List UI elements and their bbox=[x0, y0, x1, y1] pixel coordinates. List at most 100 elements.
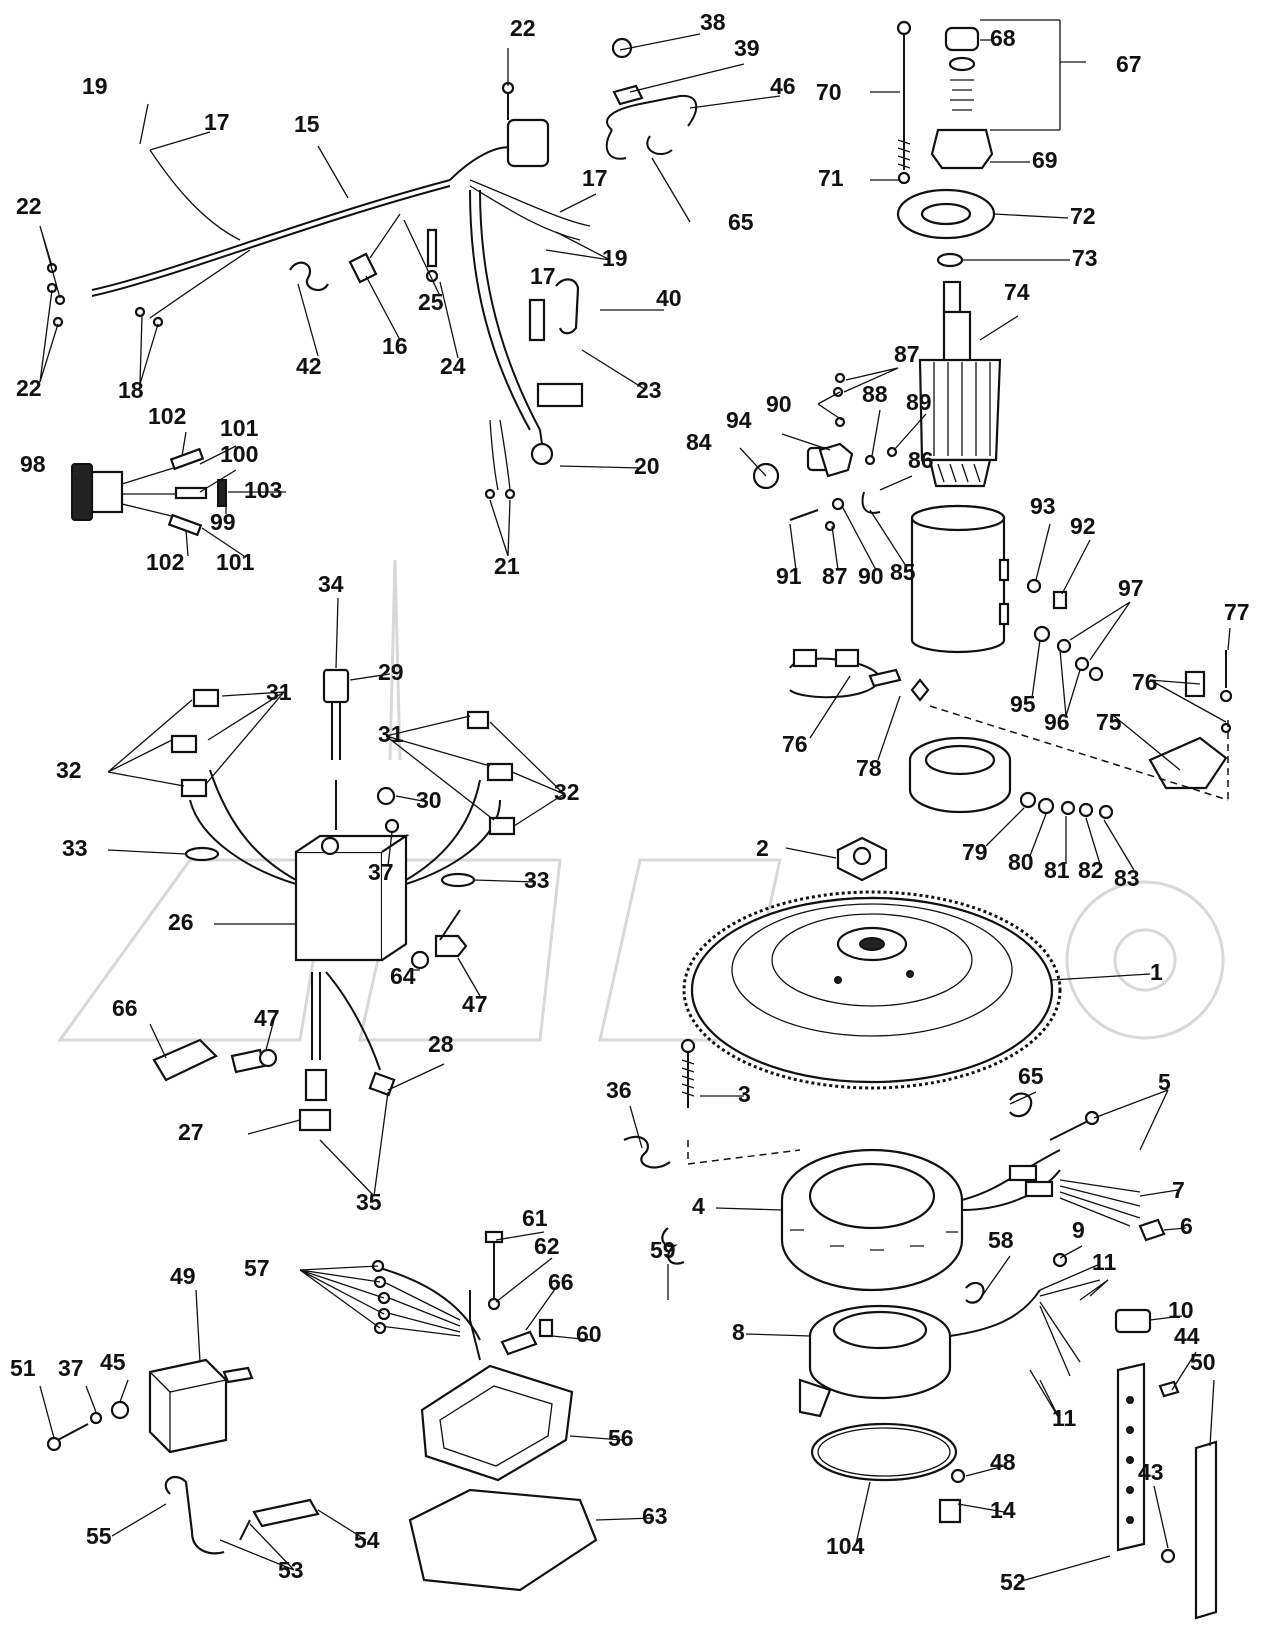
callout-l17c: 17 bbox=[530, 263, 556, 289]
callout-l91: 91 bbox=[776, 563, 802, 589]
callout-l67: 67 bbox=[1116, 51, 1142, 77]
callout-l23: 23 bbox=[636, 377, 662, 403]
callout-l64: 64 bbox=[390, 963, 416, 989]
callout-l14: 14 bbox=[990, 1497, 1016, 1523]
callout-l26: 26 bbox=[168, 909, 194, 935]
power-pack-assembly bbox=[152, 668, 516, 1132]
callout-l44: 44 bbox=[1174, 1323, 1200, 1349]
callout-l29: 29 bbox=[378, 659, 404, 685]
callout-l73: 73 bbox=[1072, 245, 1098, 271]
callout-l58: 58 bbox=[988, 1227, 1014, 1253]
retainer-clips bbox=[605, 37, 698, 160]
callout-l78: 78 bbox=[856, 755, 882, 781]
callout-l79: 79 bbox=[962, 839, 988, 865]
callout-l17b: 17 bbox=[582, 165, 608, 191]
flywheel bbox=[682, 836, 1062, 1090]
callout-l95: 95 bbox=[1010, 691, 1036, 717]
callout-l60: 60 bbox=[576, 1321, 602, 1347]
callout-l54: 54 bbox=[354, 1527, 380, 1553]
callout-l27: 27 bbox=[178, 1119, 204, 1145]
callout-l100: 100 bbox=[220, 441, 258, 467]
callout-l1: 1 bbox=[1150, 959, 1163, 985]
callout-l57: 57 bbox=[244, 1255, 270, 1281]
callout-l17a: 17 bbox=[204, 109, 230, 135]
callout-l89: 89 bbox=[906, 389, 932, 415]
callout-l11b: 11 bbox=[1052, 1405, 1077, 1431]
callout-l22a: 22 bbox=[510, 15, 536, 41]
callout-l33b: 33 bbox=[524, 867, 550, 893]
callout-l30: 30 bbox=[416, 787, 442, 813]
callout-l15: 15 bbox=[294, 111, 320, 137]
callout-l32b: 32 bbox=[554, 779, 580, 805]
callout-l87b: 87 bbox=[822, 563, 848, 589]
callout-l59: 59 bbox=[650, 1237, 676, 1263]
callout-l101a: 101 bbox=[220, 415, 259, 441]
callout-l37a: 37 bbox=[368, 859, 394, 885]
callout-l90b: 90 bbox=[858, 563, 884, 589]
callout-l87a: 87 bbox=[894, 341, 920, 367]
callout-l62: 62 bbox=[534, 1233, 560, 1259]
callout-l80: 80 bbox=[1008, 849, 1034, 875]
callout-l20: 20 bbox=[634, 453, 660, 479]
callout-l37b: 37 bbox=[58, 1355, 84, 1381]
callout-l8: 8 bbox=[732, 1319, 745, 1345]
callout-l48: 48 bbox=[990, 1449, 1016, 1475]
callout-l18: 18 bbox=[118, 377, 144, 403]
callout-l72: 72 bbox=[1070, 203, 1096, 229]
callout-l21: 21 bbox=[494, 553, 520, 579]
callout-l46: 46 bbox=[770, 73, 796, 99]
callout-l83: 83 bbox=[1114, 865, 1140, 891]
callout-l19a: 19 bbox=[82, 73, 108, 99]
callout-l22c: 22 bbox=[16, 375, 42, 401]
starter-motor-assembly bbox=[752, 20, 1233, 820]
callout-l6: 6 bbox=[1180, 1213, 1193, 1239]
callout-l40: 40 bbox=[656, 285, 682, 311]
callout-l36: 36 bbox=[606, 1077, 632, 1103]
callout-l55: 55 bbox=[86, 1523, 112, 1549]
callout-l52: 52 bbox=[1000, 1569, 1026, 1595]
callout-l65b: 65 bbox=[1018, 1063, 1044, 1089]
callout-l84: 84 bbox=[686, 429, 712, 455]
callout-l61: 61 bbox=[522, 1205, 548, 1231]
callout-l35: 35 bbox=[356, 1189, 382, 1215]
callout-l65a: 65 bbox=[728, 209, 754, 235]
callout-l92: 92 bbox=[1070, 513, 1096, 539]
callout-l49: 49 bbox=[170, 1263, 196, 1289]
leader-lines bbox=[39, 19, 1231, 1583]
callout-l63: 63 bbox=[642, 1503, 668, 1529]
callout-l3: 3 bbox=[738, 1081, 751, 1107]
callout-l39: 39 bbox=[734, 35, 760, 61]
callout-l16: 16 bbox=[382, 333, 408, 359]
callout-l4: 4 bbox=[692, 1193, 705, 1219]
callout-l38: 38 bbox=[700, 9, 726, 35]
callout-l97: 97 bbox=[1118, 575, 1144, 601]
callout-l53: 53 bbox=[278, 1557, 304, 1583]
callout-l88: 88 bbox=[862, 381, 888, 407]
callout-l103: 103 bbox=[244, 477, 282, 503]
callout-l76b: 76 bbox=[782, 731, 808, 757]
callout-l9: 9 bbox=[1072, 1217, 1085, 1243]
callout-l34: 34 bbox=[318, 571, 344, 597]
callout-l7: 7 bbox=[1172, 1177, 1185, 1203]
callout-l25: 25 bbox=[418, 289, 444, 315]
callout-l102b: 102 bbox=[146, 549, 184, 575]
wiring-harness bbox=[46, 81, 591, 500]
callout-l69: 69 bbox=[1032, 147, 1058, 173]
callout-l104: 104 bbox=[826, 1533, 865, 1559]
callout-l56: 56 bbox=[608, 1425, 634, 1451]
callout-l31a: 31 bbox=[266, 679, 292, 705]
callout-l82: 82 bbox=[1078, 857, 1104, 883]
callout-l50: 50 bbox=[1190, 1349, 1216, 1375]
callout-l75: 75 bbox=[1096, 709, 1122, 735]
callout-l81: 81 bbox=[1044, 857, 1070, 883]
callout-l94: 94 bbox=[726, 407, 752, 433]
callout-l71: 71 bbox=[818, 165, 844, 191]
callout-l101b: 101 bbox=[216, 549, 255, 575]
callout-l24: 24 bbox=[440, 353, 466, 379]
ignition-coil-assembly bbox=[46, 1358, 320, 1555]
callout-l51: 51 bbox=[10, 1355, 36, 1381]
callout-l33a: 33 bbox=[62, 835, 88, 861]
callout-l11a: 11 bbox=[1092, 1249, 1117, 1275]
callout-l86: 86 bbox=[908, 447, 934, 473]
callout-l2: 2 bbox=[756, 835, 769, 861]
